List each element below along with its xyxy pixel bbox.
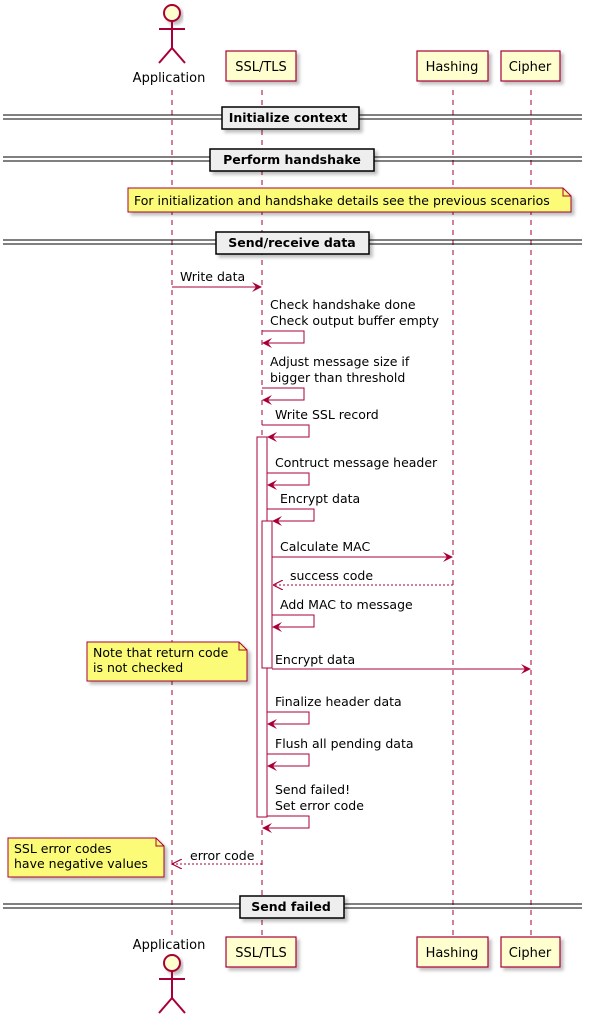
participant-label: Hashing bbox=[426, 946, 479, 961]
message-encrypt-data-self: Encrypt data bbox=[267, 491, 360, 526]
note-handshake-details: For initialization and handshake details… bbox=[127, 187, 572, 213]
note-ssl-error-codes: SSL error codes have negative values bbox=[7, 837, 165, 878]
divider-label: Initialize context bbox=[229, 110, 348, 125]
note-text: SSL error codes bbox=[14, 841, 112, 856]
divider-label: Perform handshake bbox=[223, 152, 361, 167]
participant-application-bottom[interactable]: Application bbox=[133, 938, 206, 1014]
message-calculate-mac: Calculate MAC bbox=[272, 539, 453, 562]
participant-label: Cipher bbox=[509, 60, 552, 75]
participant-application-top[interactable]: Application bbox=[133, 4, 206, 86]
participant-label: Hashing bbox=[426, 60, 479, 75]
message-label: Write SSL record bbox=[275, 407, 379, 422]
divider-send-receive-data: Send/receive data bbox=[3, 231, 582, 255]
note-text: For initialization and handshake details… bbox=[134, 193, 550, 208]
message-label: Encrypt data bbox=[275, 652, 355, 667]
message-label: Write data bbox=[180, 269, 245, 284]
message-encrypt-data-cipher: Encrypt data bbox=[272, 652, 531, 674]
message-label: Calculate MAC bbox=[280, 539, 370, 554]
participant-label: SSL/TLS bbox=[235, 946, 287, 961]
actor-icon bbox=[158, 954, 186, 1014]
actor-icon bbox=[158, 4, 186, 64]
message-label: success code bbox=[290, 568, 373, 583]
participant-cipher-bottom[interactable]: Cipher bbox=[500, 936, 561, 968]
message-contruct-header: Contruct message header bbox=[267, 455, 438, 490]
divider-perform-handshake: Perform handshake bbox=[3, 148, 582, 172]
participant-label: Application bbox=[133, 938, 206, 953]
message-label: Contruct message header bbox=[275, 455, 438, 470]
divider-initialize-context: Initialize context bbox=[3, 106, 582, 130]
divider-label: Send/receive data bbox=[228, 235, 355, 250]
message-write-data: Write data bbox=[172, 269, 262, 292]
message-check-handshake: Check handshake done Check output buffer… bbox=[262, 297, 440, 348]
message-label: Check output buffer empty bbox=[270, 313, 440, 328]
message-label: Send failed! bbox=[275, 782, 350, 797]
message-flush: Flush all pending data bbox=[267, 736, 414, 771]
participant-label: Application bbox=[133, 71, 206, 86]
message-label: Encrypt data bbox=[280, 491, 360, 506]
message-label: bigger than threshold bbox=[270, 370, 405, 385]
message-label: error code bbox=[190, 848, 255, 863]
participant-hashing-bottom[interactable]: Hashing bbox=[416, 936, 489, 968]
participant-label: Cipher bbox=[509, 946, 552, 961]
message-adjust-size: Adjust message size if bigger than thres… bbox=[262, 354, 410, 405]
message-label: Add MAC to message bbox=[280, 597, 413, 612]
note-text: have negative values bbox=[14, 856, 148, 871]
note-return-code: Note that return code is not checked bbox=[86, 641, 248, 682]
message-label: Flush all pending data bbox=[275, 736, 414, 751]
message-write-ssl-record: Write SSL record bbox=[262, 407, 379, 442]
message-error-code: error code bbox=[173, 848, 262, 864]
message-label: Set error code bbox=[275, 798, 364, 813]
participant-ssl-top[interactable]: SSL/TLS bbox=[225, 50, 297, 82]
activation-ssl-inner bbox=[261, 520, 273, 669]
message-add-mac: Add MAC to message bbox=[272, 597, 413, 632]
note-text: is not checked bbox=[93, 660, 183, 675]
divider-send-failed: Send failed bbox=[3, 895, 582, 919]
message-label: Check handshake done bbox=[270, 297, 416, 312]
message-label: Adjust message size if bbox=[270, 354, 410, 369]
message-success-code: success code bbox=[274, 568, 453, 585]
participant-ssl-bottom[interactable]: SSL/TLS bbox=[225, 936, 297, 968]
message-label: Finalize header data bbox=[275, 694, 402, 709]
participant-hashing-top[interactable]: Hashing bbox=[416, 50, 489, 82]
divider-label: Send failed bbox=[251, 899, 331, 914]
participant-cipher-top[interactable]: Cipher bbox=[500, 50, 561, 82]
message-finalize-header: Finalize header data bbox=[267, 694, 402, 729]
participant-label: SSL/TLS bbox=[235, 60, 287, 75]
message-send-failed: Send failed! Set error code bbox=[262, 782, 364, 833]
note-text: Note that return code bbox=[93, 645, 229, 660]
